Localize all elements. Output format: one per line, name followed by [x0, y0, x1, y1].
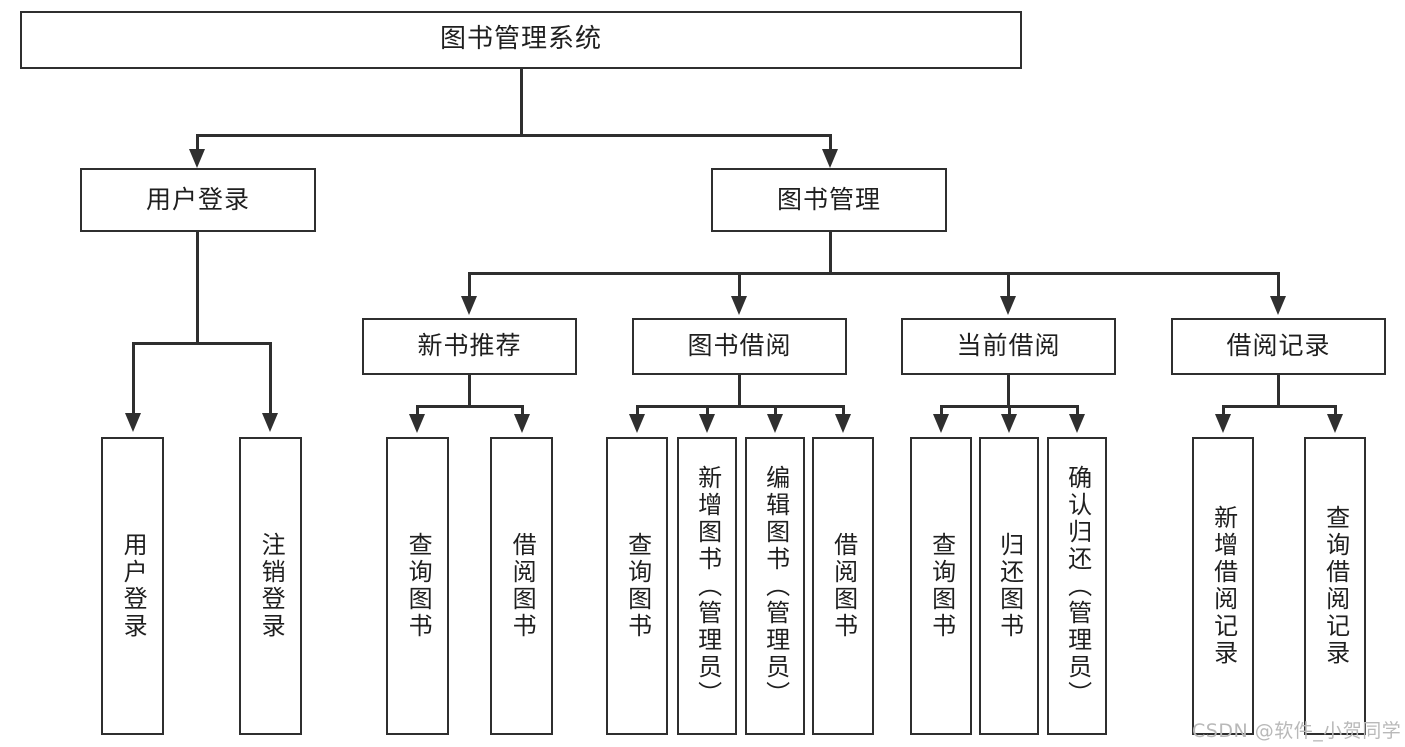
arrowhead-to-leaf-edit-book	[767, 414, 783, 433]
connector-newbook-drop-1	[416, 405, 419, 419]
connector-currentborrow-drop-1	[940, 405, 943, 419]
leaf-query-record[interactable]: 查询借阅记录	[1304, 437, 1366, 735]
arrowhead-to-leaf-add-book	[699, 414, 715, 433]
arrowhead-to-leaf-return-book	[1001, 414, 1017, 433]
connector-borrowrecord-drop-2	[1334, 405, 1337, 419]
watermark-text: CSDN @软件_小贺同学	[1192, 720, 1402, 742]
node-root-system[interactable]: 图书管理系统	[20, 11, 1022, 69]
connector-bookmgmt-drop-4	[1277, 272, 1280, 300]
node-book-borrow[interactable]: 图书借阅	[632, 318, 847, 375]
leaf-confirm-return[interactable]: 确认归还（管理员）	[1047, 437, 1107, 735]
connector-bookborrow-drop-1	[636, 405, 639, 419]
node-label: 图书借阅	[687, 331, 792, 361]
connector-root-bus	[196, 134, 832, 137]
connector-newbook-drop-2	[521, 405, 524, 419]
node-label: 用户登录	[145, 184, 250, 214]
leaf-user-login[interactable]: 用户登录	[101, 437, 164, 735]
leaf-query-book-1[interactable]: 查询图书	[386, 437, 449, 735]
node-label: 查询图书	[927, 532, 956, 640]
node-new-book-recommend[interactable]: 新书推荐	[362, 318, 577, 375]
node-current-borrow[interactable]: 当前借阅	[901, 318, 1116, 375]
arrowhead-to-leaf-query-book-3	[933, 414, 949, 433]
arrowhead-to-new-book-recommend	[461, 296, 477, 315]
node-user-login[interactable]: 用户登录	[80, 168, 316, 232]
connector-borrowrecord-stem	[1277, 375, 1280, 405]
node-label: 查询借阅记录	[1321, 505, 1350, 667]
arrowhead-to-leaf-query-book-1	[409, 414, 425, 433]
connector-currentborrow-stem	[1007, 375, 1010, 405]
arrowhead-to-leaf-logout-login	[262, 413, 278, 432]
connector-bookborrow-drop-2	[706, 405, 709, 419]
leaf-return-book[interactable]: 归还图书	[979, 437, 1039, 735]
connector-root-drop-2	[829, 134, 832, 154]
node-label: 新增借阅记录	[1209, 505, 1238, 667]
connector-userlogin-drop-2	[269, 342, 272, 418]
connector-bookmgmt-stem	[829, 232, 832, 272]
connector-borrowrecord-bus	[1222, 405, 1336, 408]
connector-bookborrow-stem	[738, 375, 741, 405]
node-label: 归还图书	[995, 532, 1024, 640]
leaf-edit-book[interactable]: 编辑图书（管理员）	[745, 437, 805, 735]
arrowhead-to-current-borrow	[1000, 296, 1016, 315]
node-label: 借阅记录	[1226, 331, 1331, 361]
arrowhead-to-leaf-query-book-2	[629, 414, 645, 433]
connector-newbook-stem	[468, 375, 471, 405]
connector-root-drop-1	[196, 134, 199, 154]
connector-userlogin-drop-1	[132, 342, 135, 418]
connector-newbook-bus	[416, 405, 523, 408]
node-label: 确认归还（管理员）	[1063, 464, 1092, 708]
node-label: 新书推荐	[417, 331, 522, 361]
connector-bookborrow-bus	[636, 405, 844, 408]
leaf-query-book-2[interactable]: 查询图书	[606, 437, 668, 735]
node-borrow-record[interactable]: 借阅记录	[1171, 318, 1386, 375]
arrowhead-to-book-management	[822, 149, 838, 168]
connector-userlogin-bus	[132, 342, 271, 345]
node-label: 借阅图书	[829, 532, 858, 640]
node-label: 查询图书	[404, 532, 433, 640]
connector-bookborrow-drop-3	[774, 405, 777, 419]
connector-root-stem	[520, 69, 523, 134]
arrowhead-to-leaf-borrow-book-2	[835, 414, 851, 433]
arrowhead-to-leaf-confirm-return	[1069, 414, 1085, 433]
leaf-add-record[interactable]: 新增借阅记录	[1192, 437, 1254, 735]
leaf-borrow-book-1[interactable]: 借阅图书	[490, 437, 553, 735]
connector-currentborrow-drop-3	[1076, 405, 1079, 419]
leaf-borrow-book-2[interactable]: 借阅图书	[812, 437, 874, 735]
connector-userlogin-stem	[196, 232, 199, 342]
arrowhead-to-leaf-query-record	[1327, 414, 1343, 433]
node-book-management[interactable]: 图书管理	[711, 168, 947, 232]
leaf-query-book-3[interactable]: 查询图书	[910, 437, 972, 735]
node-label: 图书管理系统	[439, 24, 602, 55]
leaf-logout-login[interactable]: 注销登录	[239, 437, 302, 735]
node-label: 借阅图书	[508, 532, 537, 640]
node-label: 用户登录	[119, 532, 148, 640]
arrowhead-to-book-borrow	[731, 296, 747, 315]
leaf-add-book[interactable]: 新增图书（管理员）	[677, 437, 737, 735]
connector-bookmgmt-drop-1	[468, 272, 471, 300]
node-label: 编辑图书（管理员）	[761, 464, 790, 708]
arrowhead-to-user-login	[189, 149, 205, 168]
arrowhead-to-leaf-user-login	[125, 413, 141, 432]
node-label: 查询图书	[623, 532, 652, 640]
arrowhead-to-borrow-record	[1270, 296, 1286, 315]
node-label: 当前借阅	[956, 331, 1061, 361]
node-label: 注销登录	[257, 532, 286, 640]
arrowhead-to-leaf-borrow-book-1	[514, 414, 530, 433]
connector-bookborrow-drop-4	[842, 405, 845, 419]
arrowhead-to-leaf-add-record	[1215, 414, 1231, 433]
node-label: 图书管理	[776, 184, 881, 214]
connector-bookmgmt-bus	[468, 272, 1279, 275]
connector-bookmgmt-drop-3	[1007, 272, 1010, 300]
connector-currentborrow-drop-2	[1008, 405, 1011, 419]
node-label: 新增图书（管理员）	[693, 464, 722, 708]
connector-borrowrecord-drop-1	[1222, 405, 1225, 419]
connector-bookmgmt-drop-2	[738, 272, 741, 300]
